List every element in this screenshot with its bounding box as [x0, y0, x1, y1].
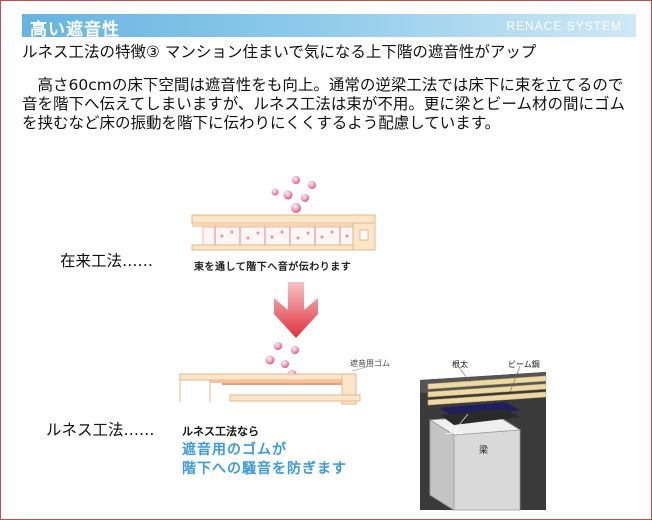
renes-caption-line3: 階下への騒音を防ぎます — [182, 461, 347, 477]
conventional-method-label: 在来工法…… — [60, 252, 154, 270]
renes-caption-line2: 遮音用のゴムが — [182, 442, 287, 458]
rubber-label: ゴム — [444, 427, 463, 437]
brand-label: RENACE SYSTEM — [506, 19, 622, 33]
feature-description: 高さ60cmの床下空間は遮音性をも向上。通常の逆梁工法では床下に束を立てるので音… — [22, 76, 636, 133]
feature-subtitle: ルネス工法の特徴③ マンション住まいで気になる上下階の遮音性がアップ — [22, 43, 537, 61]
beam-label: 梁 — [479, 446, 489, 456]
beam-steel-label: ビーム鋼 — [508, 360, 540, 369]
renes-method-label: ルネス工法…… — [46, 421, 155, 439]
renes-caption-line1: ルネス工法なら — [182, 425, 259, 438]
feature-description-text: 高さ60cmの床下空間は遮音性をも向上。通常の逆梁工法では床下に束を立てるので音… — [22, 76, 625, 132]
section-title: 高い遮音性 — [30, 20, 120, 40]
rubber-pointer-label: 遮音用ゴム — [350, 359, 390, 368]
joist-label: 根太 — [452, 360, 468, 369]
conventional-caption: 束を通して階下へ音が伝わります — [194, 262, 352, 273]
section-header: 高い遮音性 RENACE SYSTEM — [22, 14, 636, 40]
